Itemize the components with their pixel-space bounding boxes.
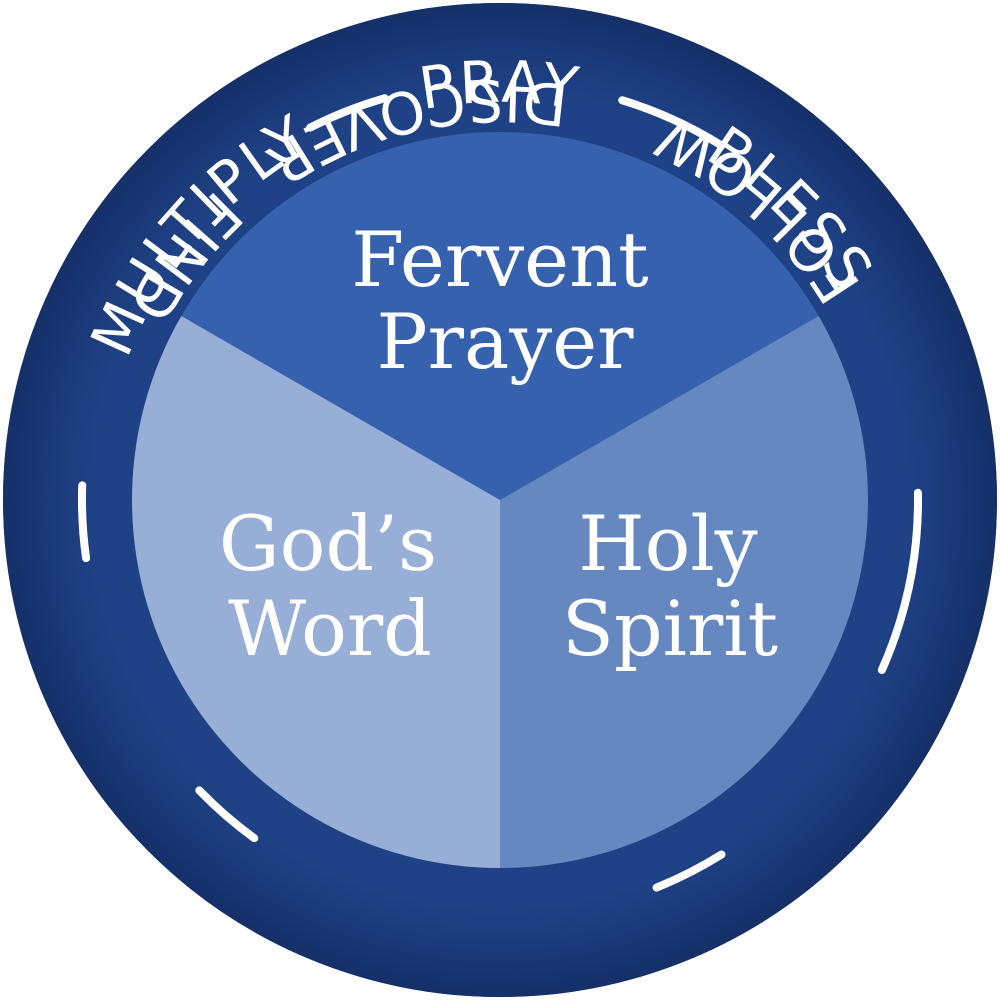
ring-word-pray: PRAY [415, 48, 585, 123]
segment-holy-spirit [500, 316, 869, 868]
segment-gods-word [131, 316, 500, 868]
ring-connector-line-3 [652, 850, 726, 892]
segment-left-line1: God’s [219, 499, 437, 588]
ring-connector-line-5 [77, 481, 91, 563]
ring-connector-line-6 [306, 94, 389, 132]
segments-group [131, 131, 869, 868]
segment-top-line2: Prayer [376, 297, 634, 386]
segment-right-line2: Spirit [562, 584, 778, 673]
ring-connector-lines [77, 94, 922, 892]
ring-connector-line-2 [877, 488, 922, 675]
ring-word-pray-text: PRAY [415, 48, 582, 123]
outer-ring-edge [3, 3, 997, 997]
segment-fervent-prayer [181, 131, 819, 500]
segment-top-line1: Fervent [351, 215, 648, 304]
ring-connector-line-1 [618, 96, 726, 150]
segment-left-line2: Word [228, 584, 432, 673]
segment-right-line1: Holy [578, 499, 757, 588]
ring-connector-line-4 [195, 786, 259, 843]
